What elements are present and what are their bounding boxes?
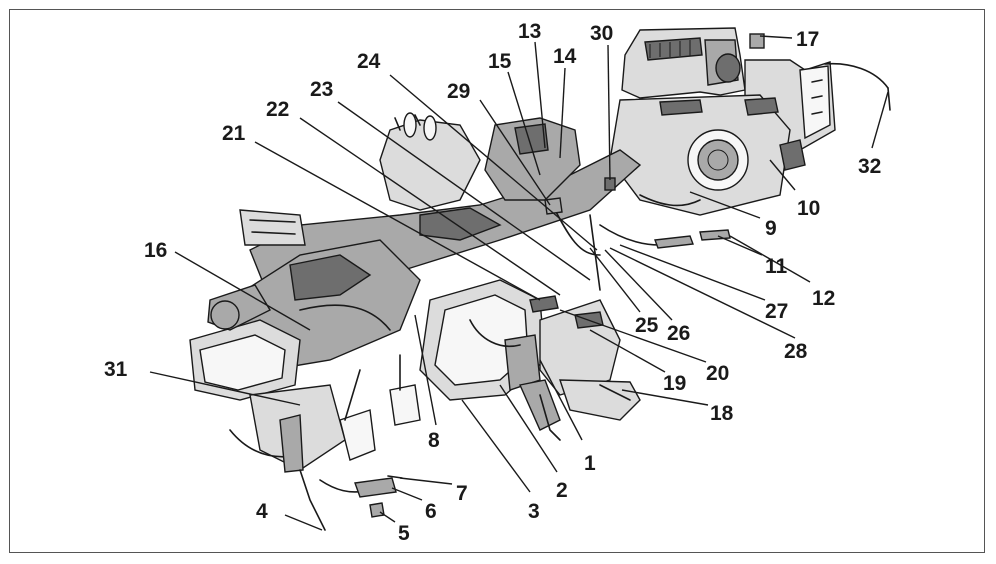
callout-15: 15 — [488, 50, 512, 73]
leader-25 — [589, 247, 641, 313]
leader-8 — [414, 314, 437, 426]
leader-24 — [389, 74, 598, 251]
leader-6 — [391, 487, 423, 501]
callout-24: 24 — [357, 50, 381, 73]
leader-lines — [149, 35, 889, 531]
leader-23 — [337, 101, 591, 281]
dashboard-assembly-drawing — [189, 27, 891, 531]
callout-31: 31 — [104, 358, 128, 381]
leader-9 — [689, 191, 761, 219]
callout-1: 1 — [584, 452, 596, 475]
leader-12 — [729, 235, 811, 283]
leader-3 — [461, 399, 531, 493]
leader-21 — [254, 141, 541, 301]
callout-3: 3 — [528, 500, 540, 523]
leader-1 — [539, 359, 583, 441]
callout-8: 8 — [428, 429, 440, 452]
callout-26: 26 — [667, 322, 690, 345]
callout-29: 29 — [447, 80, 470, 103]
callout-30: 30 — [590, 22, 613, 45]
leader-28 — [609, 247, 796, 339]
leader-26 — [604, 249, 673, 321]
callout-20: 20 — [706, 362, 729, 385]
leader-18 — [621, 389, 709, 406]
leader-7 — [399, 477, 453, 485]
leader-32 — [871, 91, 889, 149]
leader-14 — [559, 67, 566, 159]
callout-13: 13 — [518, 20, 541, 43]
callout-2: 2 — [556, 479, 568, 502]
callout-17: 17 — [796, 28, 819, 51]
leader-17 — [759, 35, 793, 39]
callout-23: 23 — [310, 78, 333, 101]
callout-18: 18 — [710, 402, 734, 425]
leader-2 — [499, 384, 558, 473]
leader-4 — [284, 514, 323, 531]
leader-13 — [534, 41, 546, 149]
leader-31 — [149, 371, 301, 406]
callout-11: 11 — [765, 255, 788, 278]
callout-5: 5 — [398, 522, 410, 545]
callout-9: 9 — [765, 217, 777, 240]
leader-19 — [589, 329, 666, 373]
callout-22: 22 — [266, 98, 289, 121]
callout-7: 7 — [456, 482, 468, 505]
callout-10: 10 — [797, 197, 820, 220]
leader-20 — [559, 309, 707, 363]
leader-11 — [717, 235, 763, 256]
leader-5 — [379, 511, 396, 523]
callout-labels: 1 2 3 4 5 6 7 8 9 10 11 12 13 14 15 16 1… — [104, 20, 881, 545]
leader-10 — [769, 159, 796, 191]
callout-28: 28 — [784, 340, 808, 363]
callout-21: 21 — [222, 122, 246, 145]
callout-25: 25 — [635, 314, 659, 337]
leader-30 — [607, 44, 611, 181]
callout-4: 4 — [256, 500, 268, 523]
callout-12: 12 — [812, 287, 835, 310]
leader-22 — [299, 117, 561, 296]
callout-14: 14 — [553, 45, 577, 68]
leader-16 — [174, 251, 311, 331]
callout-32: 32 — [858, 155, 881, 178]
callout-19: 19 — [663, 372, 686, 395]
leader-29 — [479, 99, 551, 206]
leader-15 — [507, 71, 541, 176]
leader-27 — [619, 244, 766, 301]
callout-27: 27 — [765, 300, 788, 323]
callout-16: 16 — [144, 239, 167, 262]
callout-6: 6 — [425, 500, 437, 523]
